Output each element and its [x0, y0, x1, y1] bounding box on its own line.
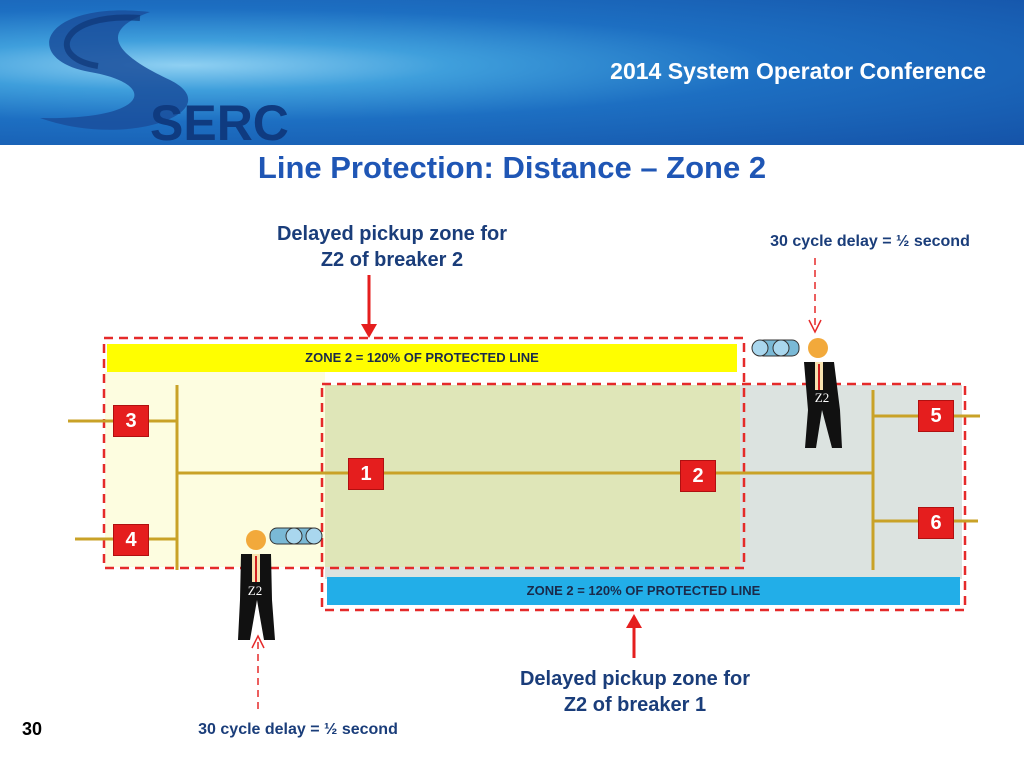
label-delay-bottom-left: 30 cycle delay = ½ second	[198, 721, 398, 738]
label-line-2: Z2 of breaker 1	[563, 694, 707, 716]
page-title: Line Protection: Distance – Zone 2	[257, 150, 767, 185]
breaker-2[interactable]: 2	[680, 460, 716, 492]
serc-logo-icon: SERC	[40, 10, 289, 145]
label-line-2: Z2 of breaker 2	[320, 249, 464, 271]
observer-left-icon	[238, 527, 323, 640]
label-delayed-pickup-breaker1: Delayed pickup zone for Z2 of breaker 1	[475, 666, 795, 718]
logo-text: SERC	[150, 95, 289, 145]
zone2-breaker2-boundary	[102, 336, 746, 570]
zone-bottom-label: ZONE 2 = 120% OF PROTECTED LINE	[526, 583, 761, 598]
zone-top-label: ZONE 2 = 120% OF PROTECTED LINE	[305, 350, 539, 365]
observer-left-tag: Z2	[248, 583, 262, 598]
observer-right-icon	[751, 338, 842, 448]
header-background	[0, 0, 1024, 145]
label-line-1: Delayed pickup zone for	[276, 223, 508, 245]
conference-title: 2014 System Operator Conference	[610, 58, 986, 84]
zone-bottom-bar: ZONE 2 = 120% OF PROTECTED LINE	[327, 577, 960, 605]
label-line-1: Delayed pickup zone for	[519, 668, 751, 690]
breaker-5[interactable]: 5	[918, 400, 954, 432]
breaker-1[interactable]: 1	[348, 458, 384, 490]
label-delayed-pickup-breaker2: Delayed pickup zone for Z2 of breaker 2	[232, 221, 552, 273]
dashed-arrow-left-head	[251, 634, 265, 649]
arrow-down-top-head	[361, 324, 377, 338]
header-banner: SERC 2014 System Operator Conference	[0, 0, 1024, 145]
zone-right-lower-fill	[325, 567, 962, 579]
breaker-3[interactable]: 3	[113, 405, 149, 437]
dashed-arrow-right-head	[808, 319, 822, 334]
slide-number: 30	[22, 719, 43, 739]
label-delay-top-right: 30 cycle delay = ½ second	[770, 233, 970, 250]
arrow-up-bottom-head	[626, 614, 642, 628]
zone-overlap-fill	[325, 385, 740, 567]
zone-top-bar: ZONE 2 = 120% OF PROTECTED LINE	[107, 344, 737, 372]
breaker-4[interactable]: 4	[113, 524, 149, 556]
zone2-breaker1-boundary	[320, 382, 967, 612]
observer-right-tag: Z2	[815, 390, 829, 405]
breaker-6[interactable]: 6	[918, 507, 954, 539]
